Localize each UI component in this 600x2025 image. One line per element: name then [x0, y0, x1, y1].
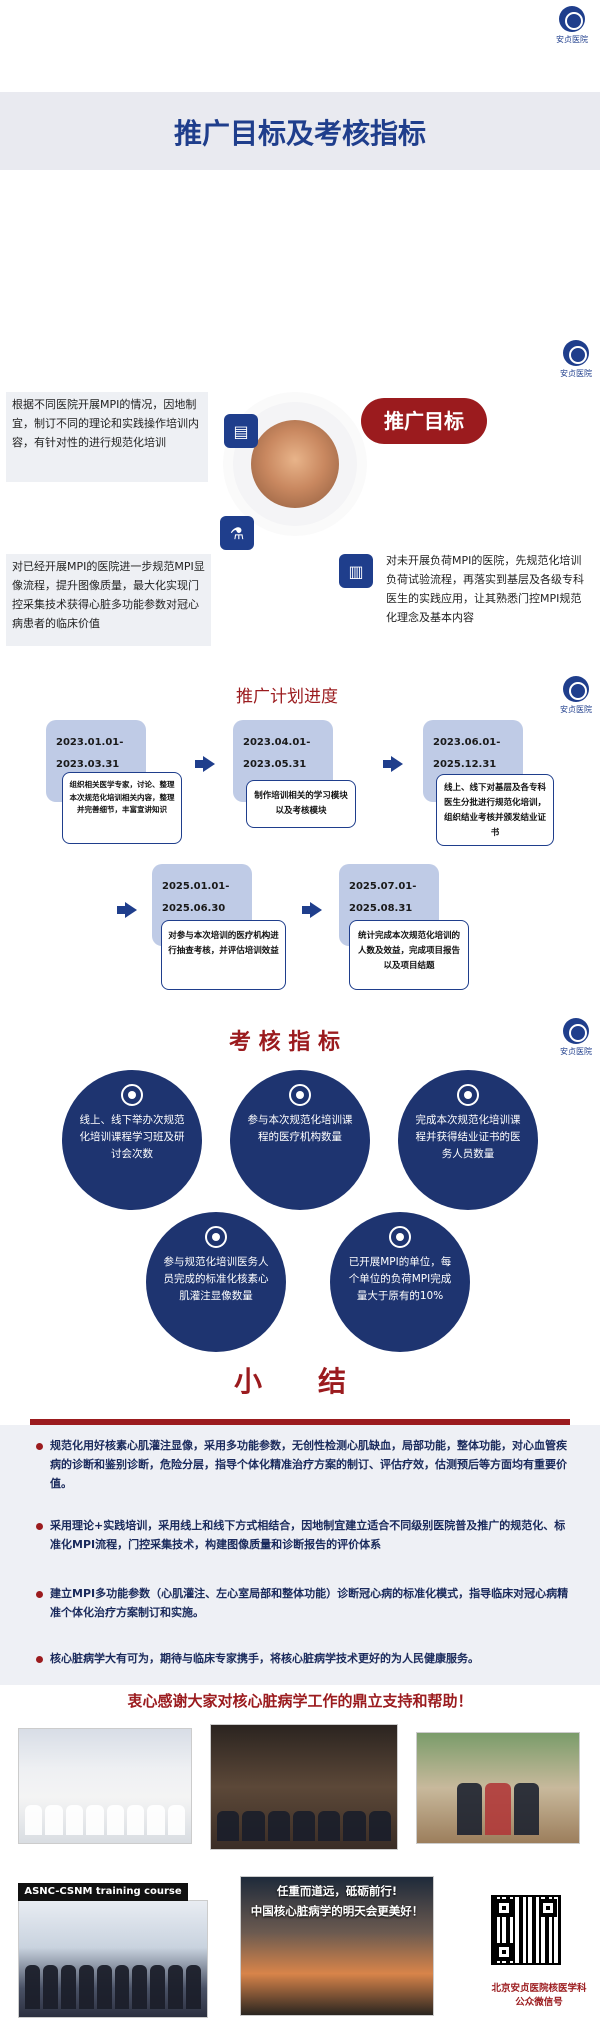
promotion-box-1: 根据不同医院开展MPI的情况，因地制宜，制订不同的理论和实践操作培训内容，有针对…	[6, 392, 208, 482]
qr-caption-1: 北京安贞医院核医学科	[491, 1983, 587, 1994]
team-photo-1	[18, 1728, 192, 1844]
target-icon	[121, 1084, 143, 1106]
logo-text: 安贞医院	[556, 35, 588, 44]
summary-background	[0, 1425, 600, 1685]
plan-arrow-2-icon	[383, 756, 403, 772]
hospital-logo: 安贞医院	[556, 1018, 596, 1057]
summary-item-3: 建立MPI多功能参数（心肌灌注、左心室局部和整体功能）诊断冠心病的标准化模式，指…	[36, 1584, 576, 1622]
promotion-badge: 推广目标	[361, 398, 487, 444]
kpi-circle-3: 完成本次规范化培训课程并获得结业证书的医务人员数量	[398, 1070, 538, 1210]
qr-caption-2: 公众微信号	[515, 1997, 563, 2008]
logo-emblem-icon	[563, 676, 589, 702]
team-photo-3	[416, 1732, 580, 1844]
brochure-icon: ▤	[224, 414, 258, 448]
microscope-icon: ⚗	[220, 516, 254, 550]
training-course-photo	[18, 1900, 208, 2018]
summary-divider	[30, 1419, 570, 1427]
book-icon: ▥	[339, 554, 373, 588]
title-banner: 推广目标及考核指标	[0, 92, 600, 170]
team-photo-2	[210, 1724, 398, 1850]
kpi-circle-2: 参与本次规范化培训课程的医疗机构数量	[230, 1070, 370, 1210]
target-icon	[205, 1226, 227, 1248]
target-icon	[289, 1084, 311, 1106]
plan-arrow-1-icon	[195, 756, 215, 772]
logo-emblem-icon	[563, 340, 589, 366]
summary-item-4: 核心脏病学大有可为，期待与临床专家携手，将核心脏病学技术更好的为人民健康服务。	[36, 1649, 576, 1668]
plan-arrow-3-icon	[117, 902, 137, 918]
thanks-text: 衷心感谢大家对核心脏病学工作的鼎立支持和帮助！	[127, 1692, 473, 1710]
target-icon	[389, 1226, 411, 1248]
hospital-logo: 安贞医院	[556, 676, 596, 715]
kpi-circle-4: 参与规范化培训医务人员完成的标准化核素心肌灌注显像数量	[146, 1212, 286, 1352]
logo-emblem-icon	[563, 1018, 589, 1044]
kpi-circle-1: 线上、线下举办次规范化培训课程学习班及研讨会次数	[62, 1070, 202, 1210]
summary-item-1: 规范化用好核素心肌灌注显像，采用多功能参数，无创性检测心肌缺血，局部功能，整体功…	[36, 1436, 576, 1493]
course-caption: ASNC-CSNM training course	[18, 1883, 188, 1901]
promotion-box-3: 对未开展负荷MPI的医院，先规范化培训负荷试验流程，再落实到基层及各级专科医生的…	[380, 548, 592, 642]
page-title: 推广目标及考核指标	[173, 117, 426, 150]
plan-arrow-4-icon	[302, 902, 322, 918]
target-icon	[457, 1084, 479, 1106]
summary-title: 小 结	[234, 1365, 347, 1398]
logo-emblem-icon	[559, 6, 585, 32]
kpi-circle-5: 已开展MPI的单位，每个单位的负荷MPI完成量大于原有的10%	[330, 1212, 470, 1352]
qr-code[interactable]	[491, 1895, 561, 1965]
hospital-logo: 安贞医院	[556, 340, 596, 379]
sunset-photo: 任重而道远，砥砺前行! 中国核心脏病学的明天会更美好！	[240, 1876, 434, 2016]
plan-title: 推广计划进度	[236, 687, 338, 707]
kpi-title: 考 核 指 标	[229, 1029, 340, 1055]
hospital-logo: 安贞医院	[552, 6, 592, 45]
teamwork-hands-image	[251, 420, 339, 508]
promotion-box-2: 对已经开展MPI的医院进一步规范MPI显像流程，提升图像质量，最大化实现门控采集…	[6, 554, 211, 646]
summary-item-2: 采用理论+实践培训，采用线上和线下方式相结合，因地制宜建立适合不同级别医院普及推…	[36, 1516, 576, 1554]
